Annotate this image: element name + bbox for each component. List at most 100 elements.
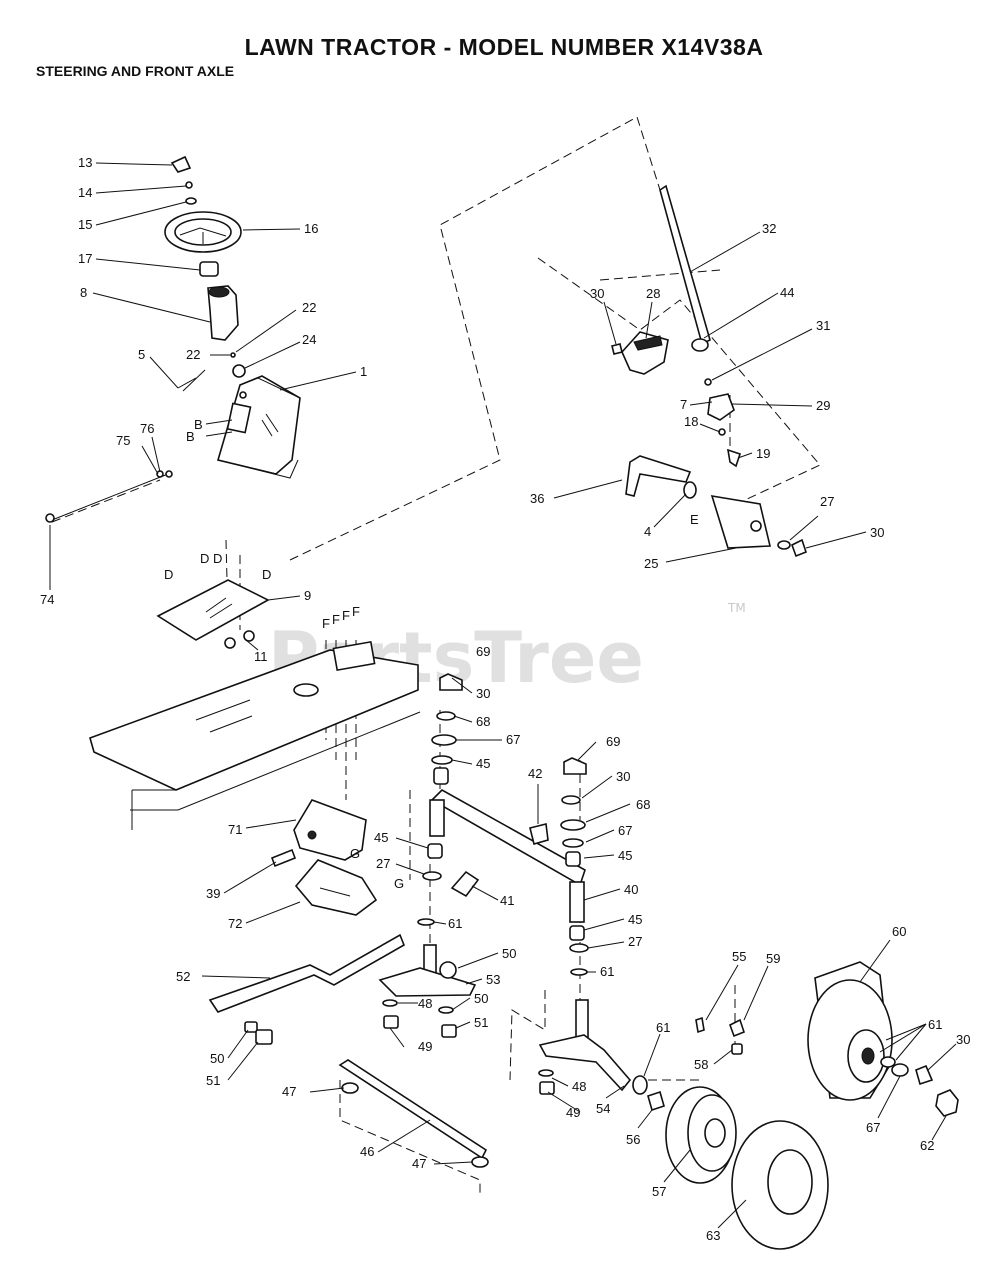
front-wheel-rim [665, 1086, 737, 1184]
support-bracket [710, 494, 772, 549]
spindle-bushing [439, 961, 457, 979]
ref-g-2: G [394, 876, 404, 891]
callout-30e: 30 [956, 1032, 970, 1047]
callout-15: 15 [78, 217, 92, 232]
mounting-plate [156, 579, 270, 649]
gear-ring [611, 343, 623, 355]
callout-50b: 50 [474, 991, 488, 1006]
callout-14: 14 [78, 185, 92, 200]
callout-61d: 61 [928, 1017, 942, 1032]
axle-beam [430, 789, 586, 887]
bushing [232, 364, 246, 378]
callout-19: 19 [756, 446, 770, 461]
callout-45d: 45 [628, 912, 642, 927]
callout-40: 40 [624, 882, 638, 897]
callout-69b: 69 [606, 734, 620, 749]
callout-61a: 61 [448, 916, 462, 931]
grease-fitting-straight [695, 1016, 705, 1034]
callout-42: 42 [528, 766, 542, 781]
rod-washer [165, 470, 173, 478]
steering-adapter [199, 261, 219, 277]
axle-pivot-right [569, 881, 585, 923]
hub-cap [935, 1089, 959, 1117]
axle-brackets [270, 799, 378, 916]
callout-30b: 30 [870, 525, 884, 540]
callout-57: 57 [652, 1184, 666, 1199]
callout-45b: 45 [618, 848, 632, 863]
callout-50a: 50 [502, 946, 516, 961]
callout-25: 25 [644, 556, 658, 571]
callout-9: 9 [304, 588, 311, 603]
right-spindle-assembly [538, 999, 665, 1112]
steering-shaft-bellows [207, 285, 239, 341]
callout-67c: 67 [866, 1120, 880, 1135]
wheel-spacer [891, 1063, 909, 1077]
callout-27b: 27 [376, 856, 390, 871]
ref-f-2: F [332, 612, 340, 627]
ref-d-1: D [164, 567, 173, 582]
callout-56: 56 [626, 1132, 640, 1147]
callout-48a: 48 [418, 996, 432, 1011]
rear-tire [807, 961, 893, 1101]
ref-g-1: G [350, 846, 360, 861]
callout-72: 72 [228, 916, 242, 931]
callout-28: 28 [646, 286, 660, 301]
front-axle [417, 673, 589, 976]
watermark-trademark: TM [727, 601, 746, 615]
callout-76: 76 [140, 421, 154, 436]
drag-link [208, 933, 406, 1013]
hub-washer [880, 1056, 896, 1068]
callout-1: 1 [360, 364, 367, 379]
diagram-title: LAWN TRACTOR - MODEL NUMBER X14V38A [244, 34, 764, 60]
tie-rod [338, 1059, 488, 1160]
callout-53: 53 [486, 972, 500, 987]
callout-55: 55 [732, 949, 746, 964]
callout-60: 60 [892, 924, 906, 939]
callout-30a: 30 [590, 286, 604, 301]
retaining-ring [915, 1064, 934, 1086]
ref-d-3: D [213, 551, 222, 566]
ref-f-3: F [342, 608, 350, 623]
bracket-washer [777, 540, 791, 550]
callout-44: 44 [780, 285, 794, 300]
callout-58: 58 [694, 1057, 708, 1072]
callout-47b: 47 [412, 1156, 426, 1171]
callout-36: 36 [530, 491, 544, 506]
dash-panel [216, 375, 301, 479]
ref-d-4: D [262, 567, 271, 582]
callout-49a: 49 [418, 1039, 432, 1054]
spindle-cap-right [563, 757, 587, 775]
callout-62: 62 [920, 1138, 934, 1153]
axle-bracket-lower [294, 859, 378, 916]
ref-b-1: B [194, 417, 203, 432]
callout-11: 11 [254, 649, 268, 664]
ref-d-2: D [200, 551, 209, 566]
callout-27a: 27 [820, 494, 834, 509]
callout-59: 59 [766, 951, 780, 966]
callout-50c: 50 [210, 1051, 224, 1066]
axle-pivot-tube [450, 870, 480, 898]
callout-13: 13 [78, 155, 92, 170]
callout-labels: 13 14 15 16 17 8 22 22 24 5 1 B B 76 75 … [40, 155, 970, 1243]
callout-41: 41 [500, 893, 514, 908]
callout-67a: 67 [506, 732, 520, 747]
callout-68b: 68 [636, 797, 650, 812]
shaft-washer [704, 378, 712, 386]
grease-cap [731, 1043, 743, 1055]
callout-22a: 22 [302, 300, 316, 315]
callout-46: 46 [360, 1144, 374, 1159]
grease-fitting [729, 1018, 745, 1038]
wheel-nut [185, 181, 193, 189]
axle-bracket-upper [293, 799, 367, 861]
callout-16: 16 [304, 221, 318, 236]
callout-61b: 61 [600, 964, 614, 979]
throttle-rod [51, 473, 169, 521]
shaft-bushing [691, 338, 709, 352]
callout-51b: 51 [206, 1073, 220, 1088]
tractor-frame [89, 640, 421, 830]
callout-24: 24 [302, 332, 316, 347]
axle-nut [529, 823, 549, 845]
steering-arm [378, 967, 477, 997]
callout-48b: 48 [572, 1079, 586, 1094]
axle-pivot-left [429, 799, 445, 837]
